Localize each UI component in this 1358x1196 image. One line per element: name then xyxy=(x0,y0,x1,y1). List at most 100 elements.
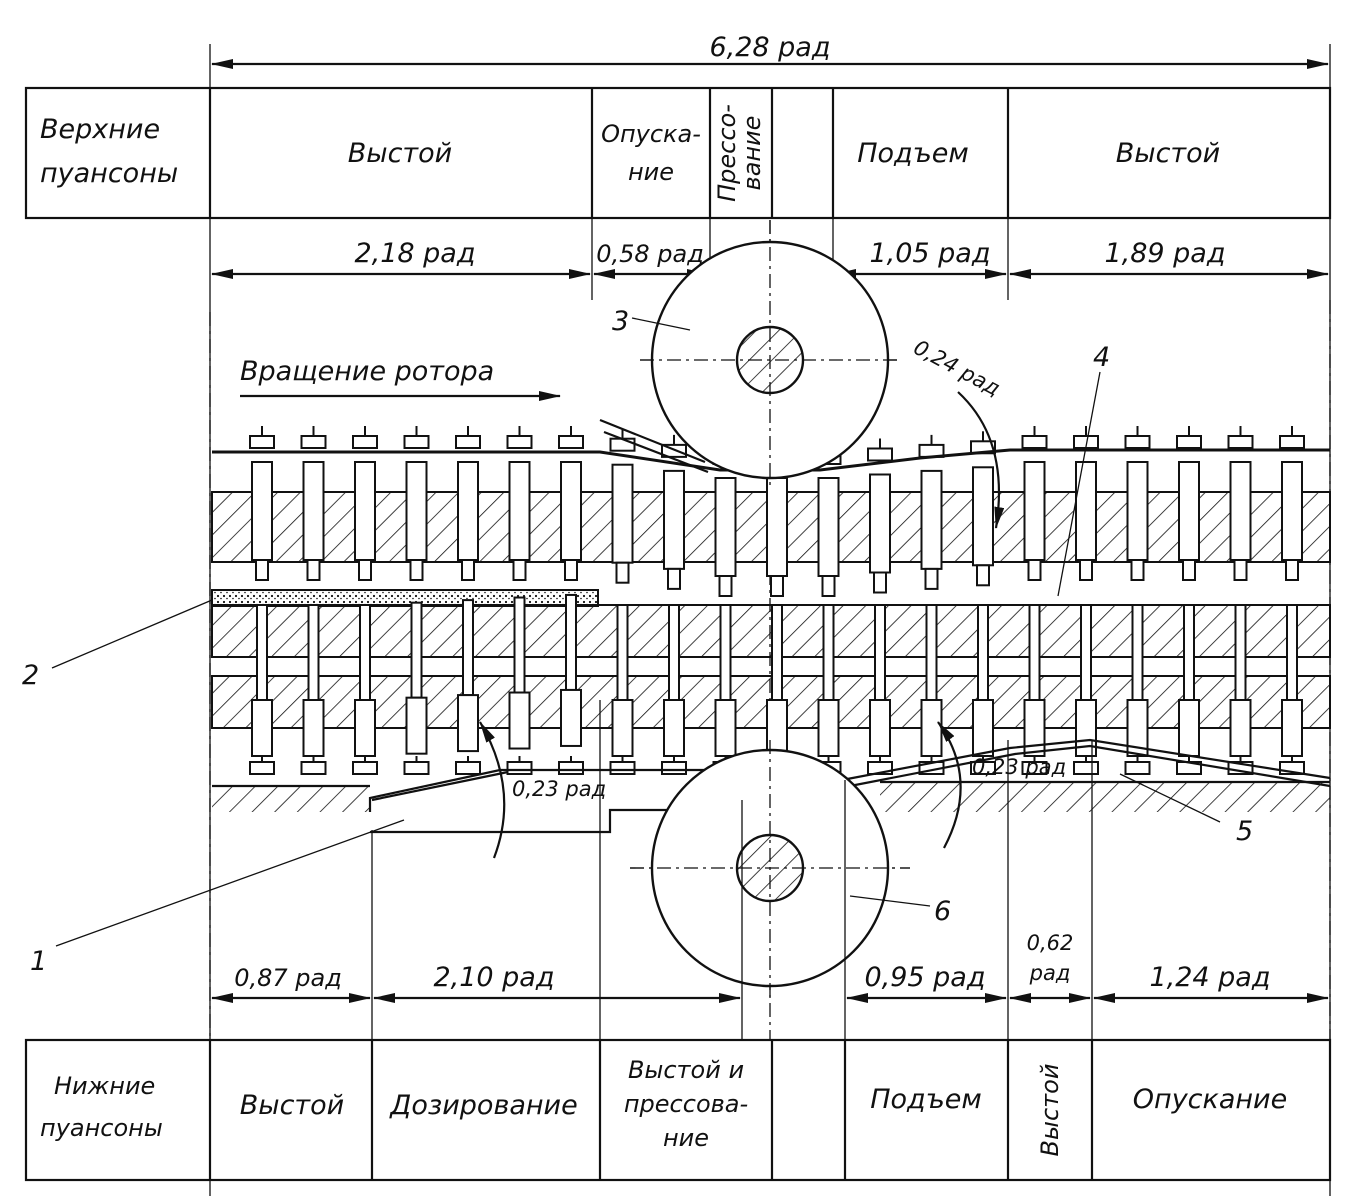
upper-punch-body xyxy=(1178,461,1200,561)
callout-4: 4 xyxy=(1093,342,1110,373)
upper-dimensions: 2,18 рад 0,58 рад 1,05 рад 1,89 рад xyxy=(211,218,1329,300)
upper-punch-head xyxy=(1124,435,1151,449)
lower-dim-1: 0,87 рад xyxy=(234,964,342,992)
upper-punch-body xyxy=(1126,461,1149,561)
lower-punch-stem xyxy=(977,604,989,701)
lower-title-line1: Нижние xyxy=(54,1072,155,1100)
lower-dimensions: 0,87 рад 2,10 рад 0,95 рад 0,62 рад 1,24… xyxy=(211,700,1329,1040)
upper-punch-head xyxy=(867,447,893,462)
upper-dim-2: 0,58 рад xyxy=(596,240,704,268)
upper-punch-head xyxy=(609,437,636,452)
angle-top: 0,24 рад xyxy=(910,335,1004,400)
lower-punch-head xyxy=(609,761,636,775)
lower-punch-stem xyxy=(565,593,577,691)
lower-dwell-press-line1: Выстой и xyxy=(628,1056,744,1084)
upper-punch-tip xyxy=(615,561,630,584)
upper-punch-tip xyxy=(924,567,939,590)
lower-punch-head xyxy=(506,761,533,775)
lower-punch-head xyxy=(249,761,275,775)
lower-punch-head xyxy=(455,761,481,775)
upper-punch-head xyxy=(403,435,430,449)
upper-pressing-line1: Прессо- xyxy=(713,104,741,202)
lower-punch-stem xyxy=(822,604,835,701)
lower-punch-body xyxy=(405,696,428,755)
upper-punch-body xyxy=(1229,461,1252,561)
lower-punch-stem xyxy=(1286,604,1298,701)
lower-punch-body xyxy=(508,691,531,750)
lower-dwell-press-line3: ние xyxy=(663,1124,709,1152)
lower-punch-head xyxy=(1073,761,1099,775)
callout-2: 2 xyxy=(22,660,39,691)
upper-punch-tip xyxy=(873,571,887,594)
lower-dwell-2: Выстой xyxy=(1036,1064,1064,1157)
upper-punch-head xyxy=(558,435,584,449)
lower-dim-2: 2,10 рад xyxy=(433,962,554,993)
upper-punch-head xyxy=(1227,435,1254,449)
rotation-direction: Вращение ротора xyxy=(240,356,561,401)
lower-dim-4-line1: 0,62 xyxy=(1027,931,1074,955)
upper-punch-tip xyxy=(564,559,578,581)
upper-dwell-1: Выстой xyxy=(348,138,452,169)
lower-punch-stem xyxy=(925,604,938,701)
lower-punch-head xyxy=(661,761,687,775)
lower-punch-stem xyxy=(359,604,371,701)
upper-punch-body xyxy=(560,461,582,561)
upper-punch-tip xyxy=(667,567,681,590)
powder-feed xyxy=(211,589,599,607)
lower-press-roller xyxy=(630,740,910,1000)
lower-punch-body xyxy=(302,699,325,757)
upper-punch-head xyxy=(455,435,481,449)
lower-punch-head xyxy=(403,761,430,775)
lower-punch-stem xyxy=(1028,604,1041,701)
lower-punch-body xyxy=(714,699,737,757)
punch-array xyxy=(249,426,1305,775)
upper-punch-body xyxy=(354,461,376,561)
angle-right: 0,23 рад xyxy=(972,755,1066,779)
upper-punch-body xyxy=(920,469,943,570)
lower-title-line2: пуансоны xyxy=(40,1114,163,1142)
callout-6: 6 xyxy=(934,896,951,927)
lower-punch-stem xyxy=(1080,604,1092,701)
upper-punch-tip xyxy=(306,559,321,581)
upper-dim-3: 1,05 рад xyxy=(869,238,990,269)
lower-punch-body xyxy=(251,699,273,757)
upper-punch-head xyxy=(300,435,327,449)
upper-punch-body xyxy=(611,463,634,564)
upper-punch-body xyxy=(714,477,737,577)
lower-punch-stem xyxy=(616,604,629,701)
lower-punch-stem xyxy=(307,604,320,701)
lower-dim-3: 0,95 рад xyxy=(864,962,985,993)
total-dimension: 6,28 рад xyxy=(209,32,1331,1196)
upper-punch-head xyxy=(506,435,533,449)
upper-cam-track xyxy=(212,418,1330,474)
upper-punch-body xyxy=(302,461,325,561)
rotation-label: Вращение ротора xyxy=(240,356,494,387)
upper-punch-tip xyxy=(1079,559,1093,581)
upper-punch-body xyxy=(817,477,840,577)
lower-punch-body xyxy=(611,699,634,757)
lower-punch-body xyxy=(1178,699,1200,757)
upper-punch-body xyxy=(972,466,994,567)
upper-punch-tip xyxy=(1233,559,1248,581)
upper-punch-tip xyxy=(461,559,475,581)
upper-punch-tip xyxy=(409,559,424,581)
callout-5: 5 xyxy=(1236,816,1253,847)
upper-punch-tip xyxy=(1130,559,1145,581)
lower-punch-head xyxy=(300,761,327,775)
upper-punch-head xyxy=(1176,435,1202,449)
upper-punch-body xyxy=(251,461,273,561)
upper-title-line2: пуансоны xyxy=(40,158,178,189)
upper-punch-tip xyxy=(770,575,784,597)
upper-punch-body xyxy=(405,461,428,561)
lower-dwell-press-line2: прессова- xyxy=(624,1090,748,1118)
lower-punch-stem xyxy=(1183,604,1195,701)
upper-punch-tip xyxy=(976,564,990,587)
lower-dim-4-line2: рад xyxy=(1029,961,1071,985)
lower-punch-table: Нижние пуансоны Выстой Дозирование Высто… xyxy=(24,1038,1332,1182)
lower-punch-body xyxy=(869,699,891,757)
upper-press-roller xyxy=(640,220,900,490)
upper-lowering-line2: ние xyxy=(628,158,674,186)
lower-punch-body xyxy=(354,699,376,757)
callouts: 3 4 2 1 5 6 xyxy=(22,306,1253,977)
upper-punch-tip xyxy=(1182,559,1196,581)
